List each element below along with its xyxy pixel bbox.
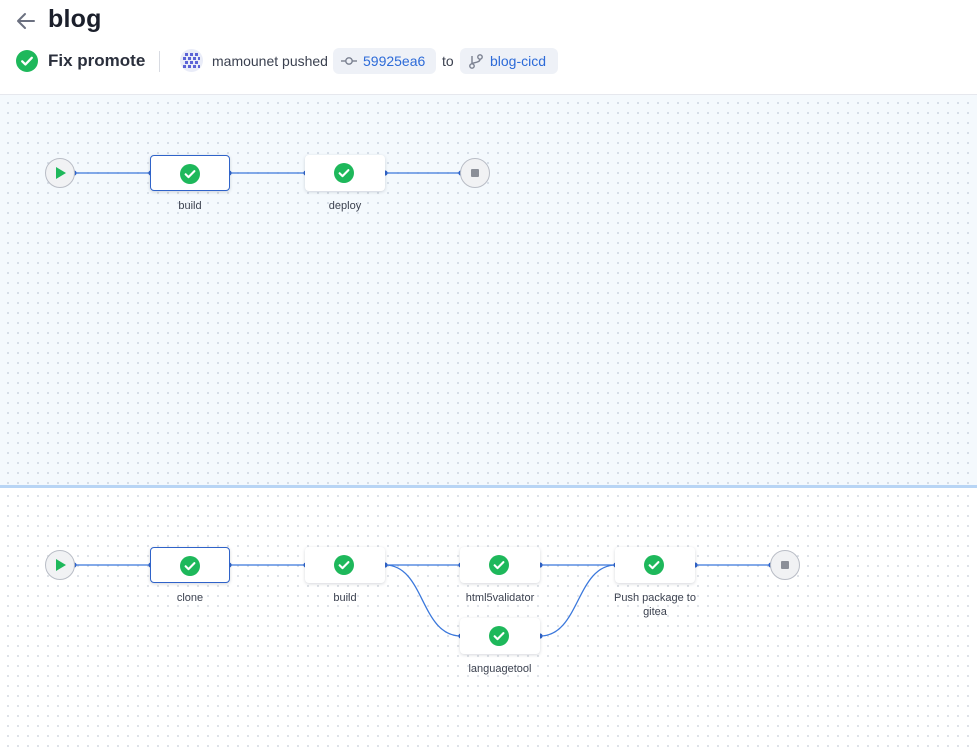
to-text: to [442,53,454,69]
pushed-by-text: mamounet pushed [212,53,328,69]
step-label: build [178,200,202,212]
git-branch-icon [469,54,483,69]
step-label: deploy [328,200,362,212]
pipeline-start-node [45,550,75,580]
avatar [180,49,203,72]
step-label: languagetool [468,663,532,675]
commit-link[interactable]: 59925ea6 [333,48,436,74]
pipeline-end-node [770,550,800,580]
check-circle-icon [489,555,509,575]
step-node-push-package[interactable] [615,547,695,583]
commit-sha: 59925ea6 [363,53,426,69]
check-circle-icon [180,164,200,184]
pipeline-end-node [460,158,490,188]
step-node-html5validator[interactable] [460,547,540,583]
pipeline-header: blog Fix promote mamounet pushed 59925ea… [0,0,977,95]
step-node-languagetool[interactable] [460,618,540,654]
push-pipeline-canvas[interactable] [0,488,977,754]
step-label: Push package to gitea [614,592,696,618]
page-title: blog [48,5,102,33]
step-node-build[interactable] [305,547,385,583]
pipeline-divider [0,485,977,488]
pipeline-start-node [45,158,75,188]
check-circle-icon [334,163,354,183]
arrow-left-icon[interactable] [14,9,38,33]
check-circle-icon [180,556,200,576]
step-label: clone [176,592,204,604]
step-label: build [333,592,357,604]
check-circle-icon [16,50,38,72]
check-circle-icon [334,555,354,575]
branch-name: blog-cicd [490,53,547,69]
step-label: html5validator [465,592,535,604]
step-node-clone[interactable] [150,547,230,583]
check-circle-icon [489,626,509,646]
step-node-build[interactable] [150,155,230,191]
branch-link[interactable]: blog-cicd [460,48,558,74]
git-commit-icon [341,57,357,65]
pipeline-message: Fix promote [48,51,146,70]
header-divider [159,51,160,72]
step-node-deploy[interactable] [305,155,385,191]
check-circle-icon [644,555,664,575]
promote-pipeline-canvas[interactable] [0,95,977,485]
